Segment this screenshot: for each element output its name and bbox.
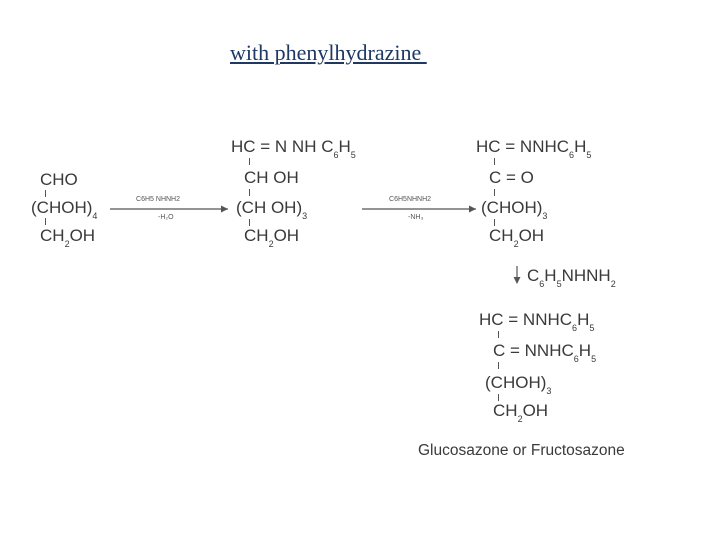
reagent-label: C6H5NHNH2 <box>527 266 616 289</box>
chhoh-chain: (CHOH)4 <box>31 198 98 221</box>
product-caption: Glucosazone or Fructosazone <box>418 442 625 459</box>
byproduct-label: -H₂O <box>158 214 174 221</box>
bond-line <box>45 218 46 225</box>
osazone-line-4: CH2OH <box>493 401 549 424</box>
aldehyde-group: CHO <box>40 170 78 189</box>
bond-line <box>249 158 250 165</box>
osazone-line-1: HC = NNHC6H5 <box>479 310 595 333</box>
hydrazone-line-2: CH OH <box>244 168 299 187</box>
hydrazone-line-1: HC = N NH C6H5 <box>231 137 356 160</box>
bond-line <box>249 189 250 196</box>
bond-line <box>45 190 46 197</box>
bond-line <box>494 219 495 226</box>
keto-line-3: (CHOH)3 <box>481 198 548 221</box>
osazone-line-2: C = NNHC6H5 <box>493 341 597 364</box>
reagent-label: C6H5 NHNH2 <box>136 196 181 203</box>
byproduct-label: -NH₃ <box>408 214 424 221</box>
bond-line <box>249 219 250 226</box>
bond-line <box>494 158 495 165</box>
ch2oh-group: CH2OH <box>40 226 96 249</box>
bond-line <box>498 362 499 369</box>
keto-line-2: C = O <box>489 168 534 187</box>
hydrazone-line-3: (CH OH)3 <box>236 198 308 221</box>
reagent-label: C6H5NHNH2 <box>389 196 432 203</box>
arrow-icon <box>110 205 228 213</box>
arrow-icon <box>362 205 476 213</box>
osazone-line-3: (CHOH)3 <box>485 373 552 396</box>
keto-line-1: HC = NNHC6H5 <box>476 137 592 160</box>
bond-line <box>494 189 495 196</box>
slide-title: with phenylhydrazine <box>230 40 427 65</box>
keto-line-4: CH2OH <box>489 226 545 249</box>
bond-line <box>498 394 499 401</box>
down-arrow-icon <box>513 266 521 284</box>
bond-line <box>498 331 499 338</box>
hydrazone-line-4: CH2OH <box>244 226 300 249</box>
